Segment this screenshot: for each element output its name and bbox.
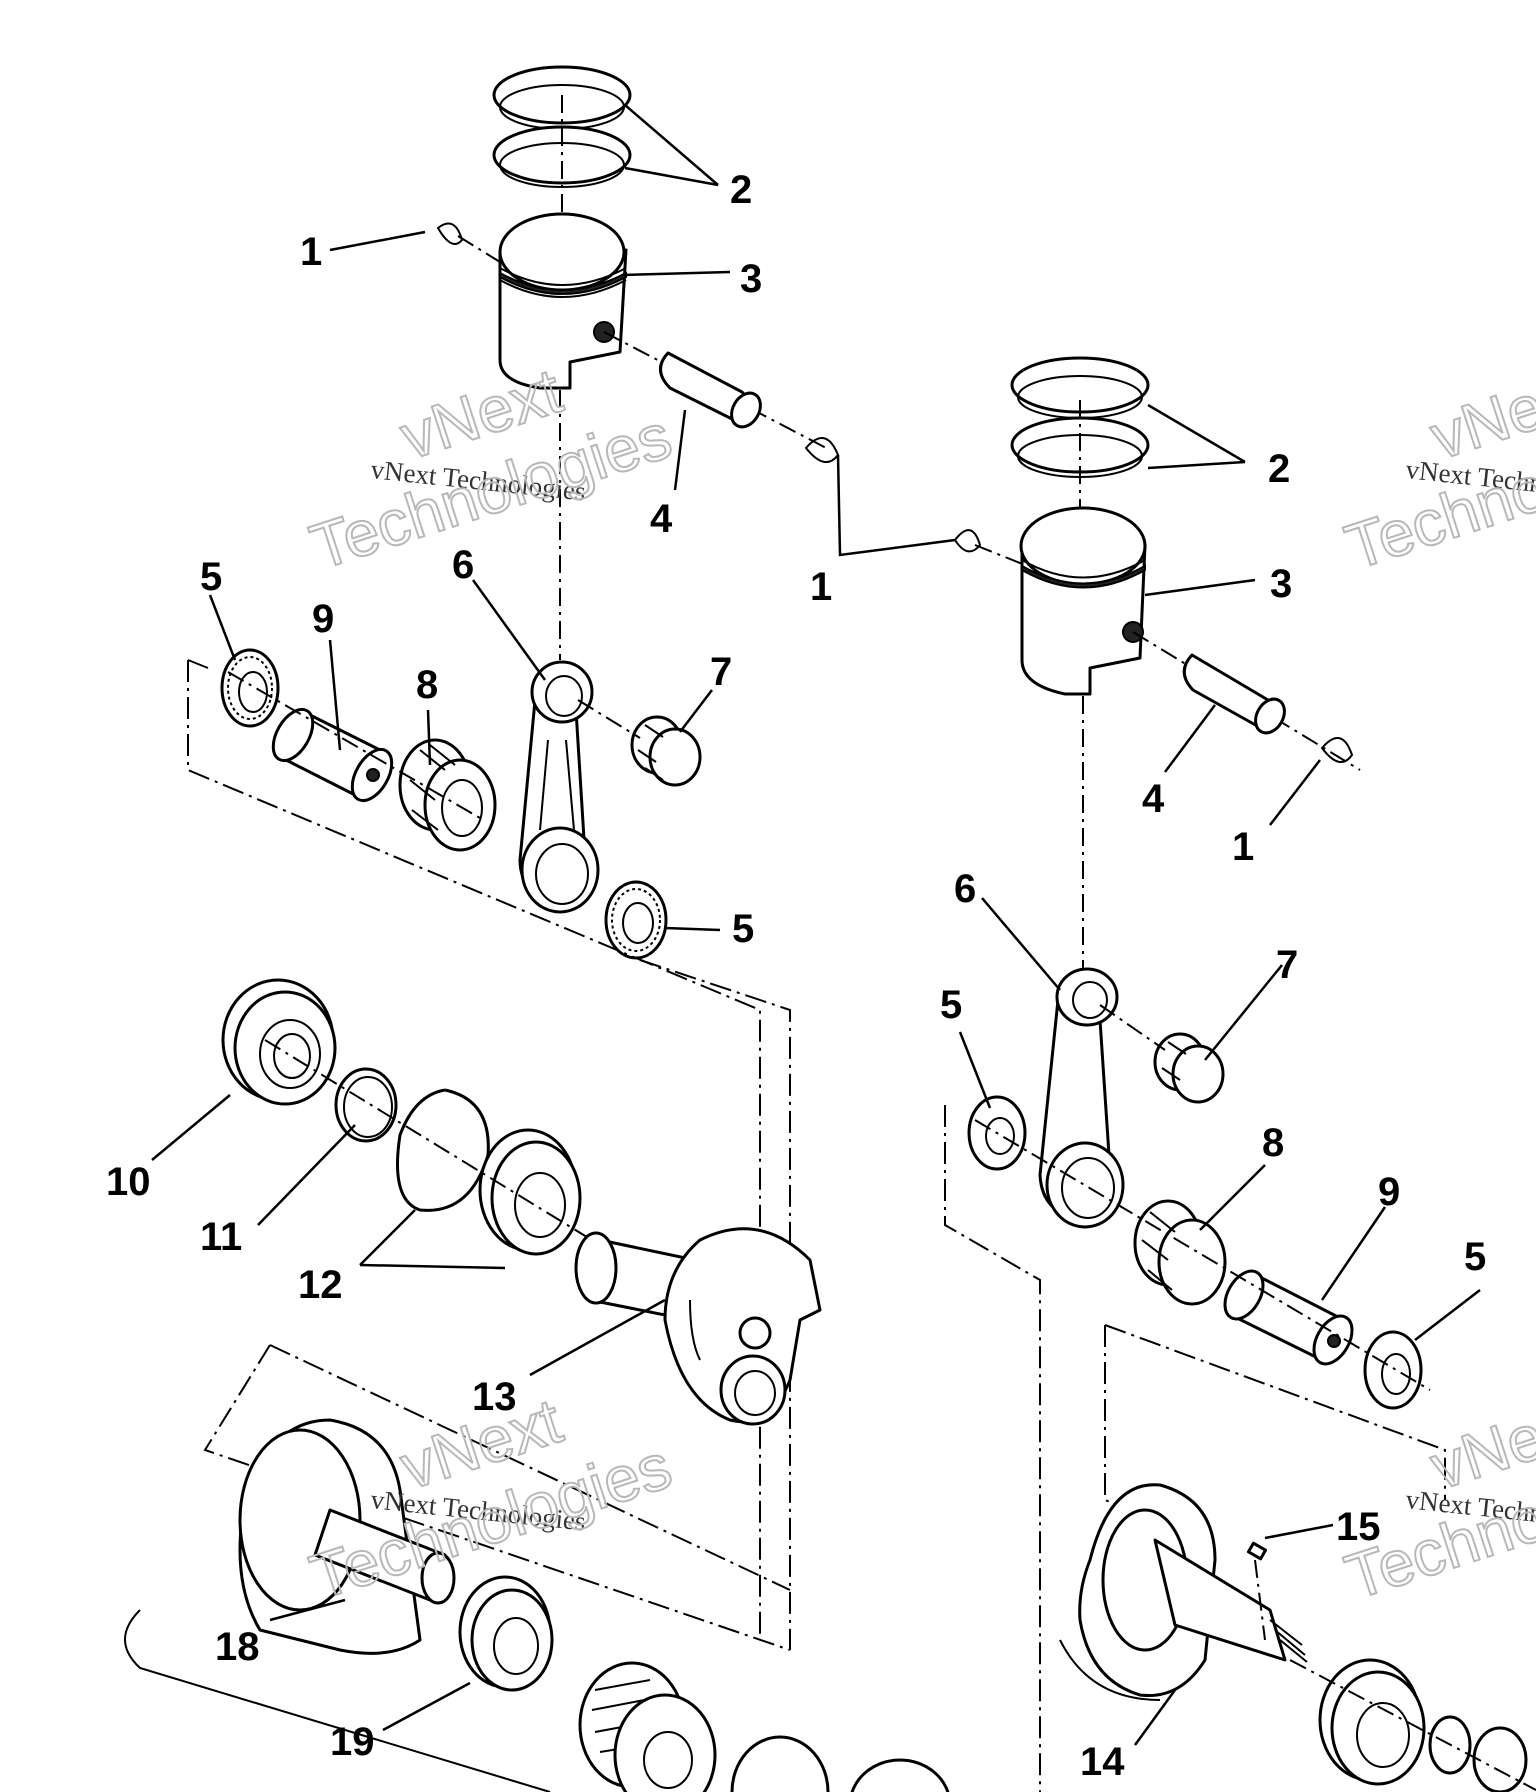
right-circlip-1 [953, 529, 982, 553]
callout-2: 2 [1268, 447, 1290, 491]
left-outer-bearing [478, 1128, 582, 1256]
callout-11: 11 [200, 1215, 242, 1259]
right-assembly-bracket [944, 1105, 1041, 1792]
callout-8: 8 [416, 663, 438, 707]
left-thrust-washer-top [220, 648, 280, 728]
right-connecting-rod [1038, 967, 1125, 1229]
left-seal-ring [334, 1067, 398, 1143]
left-circlip-2 [804, 437, 840, 463]
lower-left-bracket [203, 1344, 791, 1651]
right-piston [1019, 506, 1147, 696]
leader-lines [151, 104, 1481, 1746]
callout-6: 6 [452, 543, 474, 587]
left-piston [498, 212, 628, 390]
left-needle-bearing-large [398, 738, 497, 852]
callout-12: 12 [298, 1263, 343, 1307]
right-crankshaft-half [1059, 1483, 1308, 1701]
callout-4: 4 [1142, 777, 1165, 821]
callout-2: 2 [730, 168, 752, 212]
woodruff-key [1246, 1541, 1268, 1561]
callout-7: 7 [1276, 943, 1298, 987]
left-wrist-pin [603, 331, 831, 451]
left-thrust-washer-bottom [604, 880, 668, 960]
lower-left-outline [124, 1609, 551, 1792]
callout-1: 1 [300, 230, 322, 274]
left-connecting-rod [518, 660, 600, 914]
callout-18: 18 [215, 1625, 260, 1669]
callout-14: 14 [1080, 1740, 1125, 1784]
callout-5: 5 [1464, 1235, 1486, 1279]
callout-5: 5 [200, 555, 222, 599]
callout-8: 8 [1262, 1121, 1284, 1165]
callout-13: 13 [472, 1375, 517, 1419]
callout-3: 3 [1270, 562, 1292, 606]
callout-labels: 1 2 3 4 5 9 6 8 7 5 2 1 3 4 1 6 7 5 8 9 … [106, 168, 1486, 1784]
callout-19: 19 [330, 1720, 375, 1764]
left-snap-ring [396, 1088, 490, 1212]
right-thrust-washer-bottom [1363, 1330, 1423, 1410]
callout-3: 3 [740, 257, 762, 301]
callout-4: 4 [650, 497, 673, 541]
watermark-top-right: vNext Technologies vNext Technologies [1336, 353, 1536, 584]
left-main-bearing [221, 978, 337, 1106]
callout-6: 6 [954, 867, 976, 911]
left-crank-seal [578, 1661, 717, 1792]
left-crankshaft-half [574, 1227, 822, 1426]
left-lower-bearing [458, 1575, 554, 1692]
callout-5: 5 [940, 983, 962, 1027]
right-crank-pin [1223, 1269, 1354, 1366]
callout-10: 10 [106, 1160, 151, 1204]
right-circlip-2 [1320, 737, 1354, 763]
callout-7: 7 [710, 650, 732, 694]
right-edge-bearing [1472, 1726, 1528, 1792]
watermark-bottom-right: vNext Technologies vNext Technologies [1336, 1383, 1536, 1614]
callout-1: 1 [810, 565, 832, 609]
callout-9: 9 [312, 597, 334, 641]
right-needle-bearing-small [1153, 1032, 1225, 1104]
left-circlip-1 [436, 222, 464, 245]
right-needle-bearing-large [1133, 1199, 1227, 1306]
left-needle-bearing-small [630, 715, 702, 787]
left-crank-pin [271, 707, 394, 803]
callout-5: 5 [732, 907, 754, 951]
left-bottom-bearing [730, 1735, 950, 1792]
right-main-bearing [1318, 1658, 1426, 1786]
callout-15: 15 [1336, 1505, 1381, 1549]
callout-9: 9 [1378, 1170, 1400, 1214]
right-wrist-pin [1132, 631, 1361, 771]
watermark-top-left: vNext Technologies vNext Technologies [301, 353, 681, 584]
left-flywheel-half [238, 1418, 456, 1655]
callout-1: 1 [1232, 825, 1254, 869]
